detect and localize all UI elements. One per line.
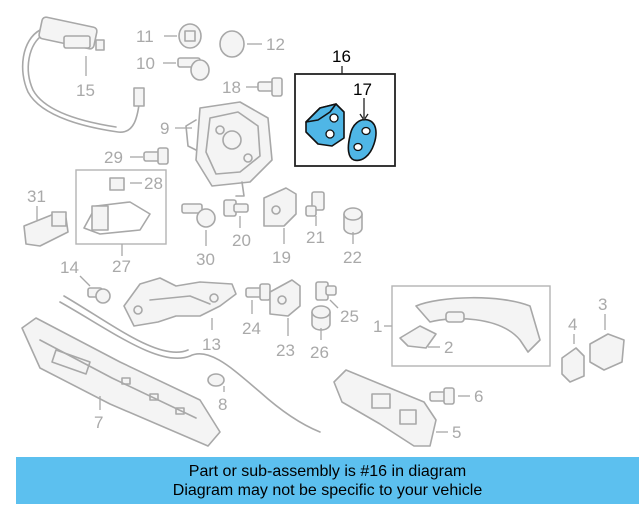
callout-1: 1 — [373, 317, 382, 336]
part-24-bolt — [245, 283, 271, 314]
info-banner: Part or sub-assembly is #16 in diagram D… — [16, 457, 639, 504]
callout-25: 25 — [340, 307, 359, 326]
callout-9: 9 — [160, 119, 169, 138]
callout-22: 22 — [343, 248, 362, 267]
callout-26: 26 — [310, 343, 329, 362]
part-23-striker — [269, 279, 301, 336]
part-29-bolt — [130, 147, 169, 165]
part-10-bolt — [163, 57, 210, 81]
part-12-disc — [219, 30, 262, 58]
callout-29: 29 — [104, 148, 123, 167]
part-20-bolt — [223, 199, 249, 228]
callout-14: 14 — [60, 258, 79, 277]
callout-11: 11 — [136, 27, 154, 46]
part-9-lock-actuator — [175, 101, 273, 197]
callout-23: 23 — [276, 341, 295, 360]
part-7-panel-strip — [21, 317, 221, 447]
part-3-cap — [589, 314, 625, 371]
part-11-grommet — [164, 23, 202, 49]
callout-15: 15 — [76, 81, 95, 100]
part-31 — [23, 206, 69, 247]
callout-17: 17 — [353, 80, 372, 99]
part-19-bracket — [263, 187, 297, 244]
callout-30: 30 — [196, 250, 215, 269]
callout-7: 7 — [94, 413, 103, 432]
callout-19: 19 — [272, 248, 291, 267]
part-5-handle-frame — [333, 369, 448, 447]
part-15-cable — [21, 16, 145, 133]
callout-31: 31 — [27, 187, 46, 206]
callout-2: 2 — [444, 338, 453, 357]
callout-18: 18 — [222, 78, 241, 97]
callout-24: 24 — [242, 319, 261, 338]
callout-3: 3 — [598, 295, 607, 314]
part-26-cap — [311, 305, 331, 340]
callout-8: 8 — [218, 395, 227, 414]
callout-4: 4 — [568, 315, 577, 334]
part-16-group — [294, 66, 396, 167]
callout-27: 27 — [112, 257, 131, 276]
callout-20: 20 — [232, 231, 251, 250]
part-4-cap — [561, 334, 585, 383]
callout-10: 10 — [136, 54, 155, 73]
part-14-bolt — [79, 275, 111, 304]
callout-12: 12 — [266, 35, 285, 54]
part-1-handle-assembly — [384, 285, 551, 367]
part-13-handle-bracket — [123, 277, 237, 330]
part-21-bolt — [305, 191, 325, 226]
callout-28: 28 — [144, 174, 163, 193]
part-17-cover — [347, 118, 377, 162]
part-6-bolt — [429, 387, 470, 405]
callout-5: 5 — [452, 423, 461, 442]
callout-6: 6 — [474, 387, 483, 406]
part-18-bolt — [246, 77, 283, 97]
callout-21: 21 — [306, 228, 325, 247]
callout-16: 16 — [332, 47, 351, 66]
banner-line-2: Diagram may not be specific to your vehi… — [172, 481, 483, 499]
part-30-bolt — [181, 203, 216, 246]
callout-13: 13 — [202, 335, 221, 354]
part-27-assembly — [75, 169, 167, 256]
part-8-rod — [59, 295, 321, 433]
parts-diagram: 11 12 10 15 18 9 29 28 31 27 30 20 19 21… — [21, 16, 625, 447]
banner-line-1: Part or sub-assembly is #16 in diagram — [188, 462, 467, 480]
part-25-bolt — [315, 281, 339, 309]
part-22-cap — [343, 207, 363, 244]
